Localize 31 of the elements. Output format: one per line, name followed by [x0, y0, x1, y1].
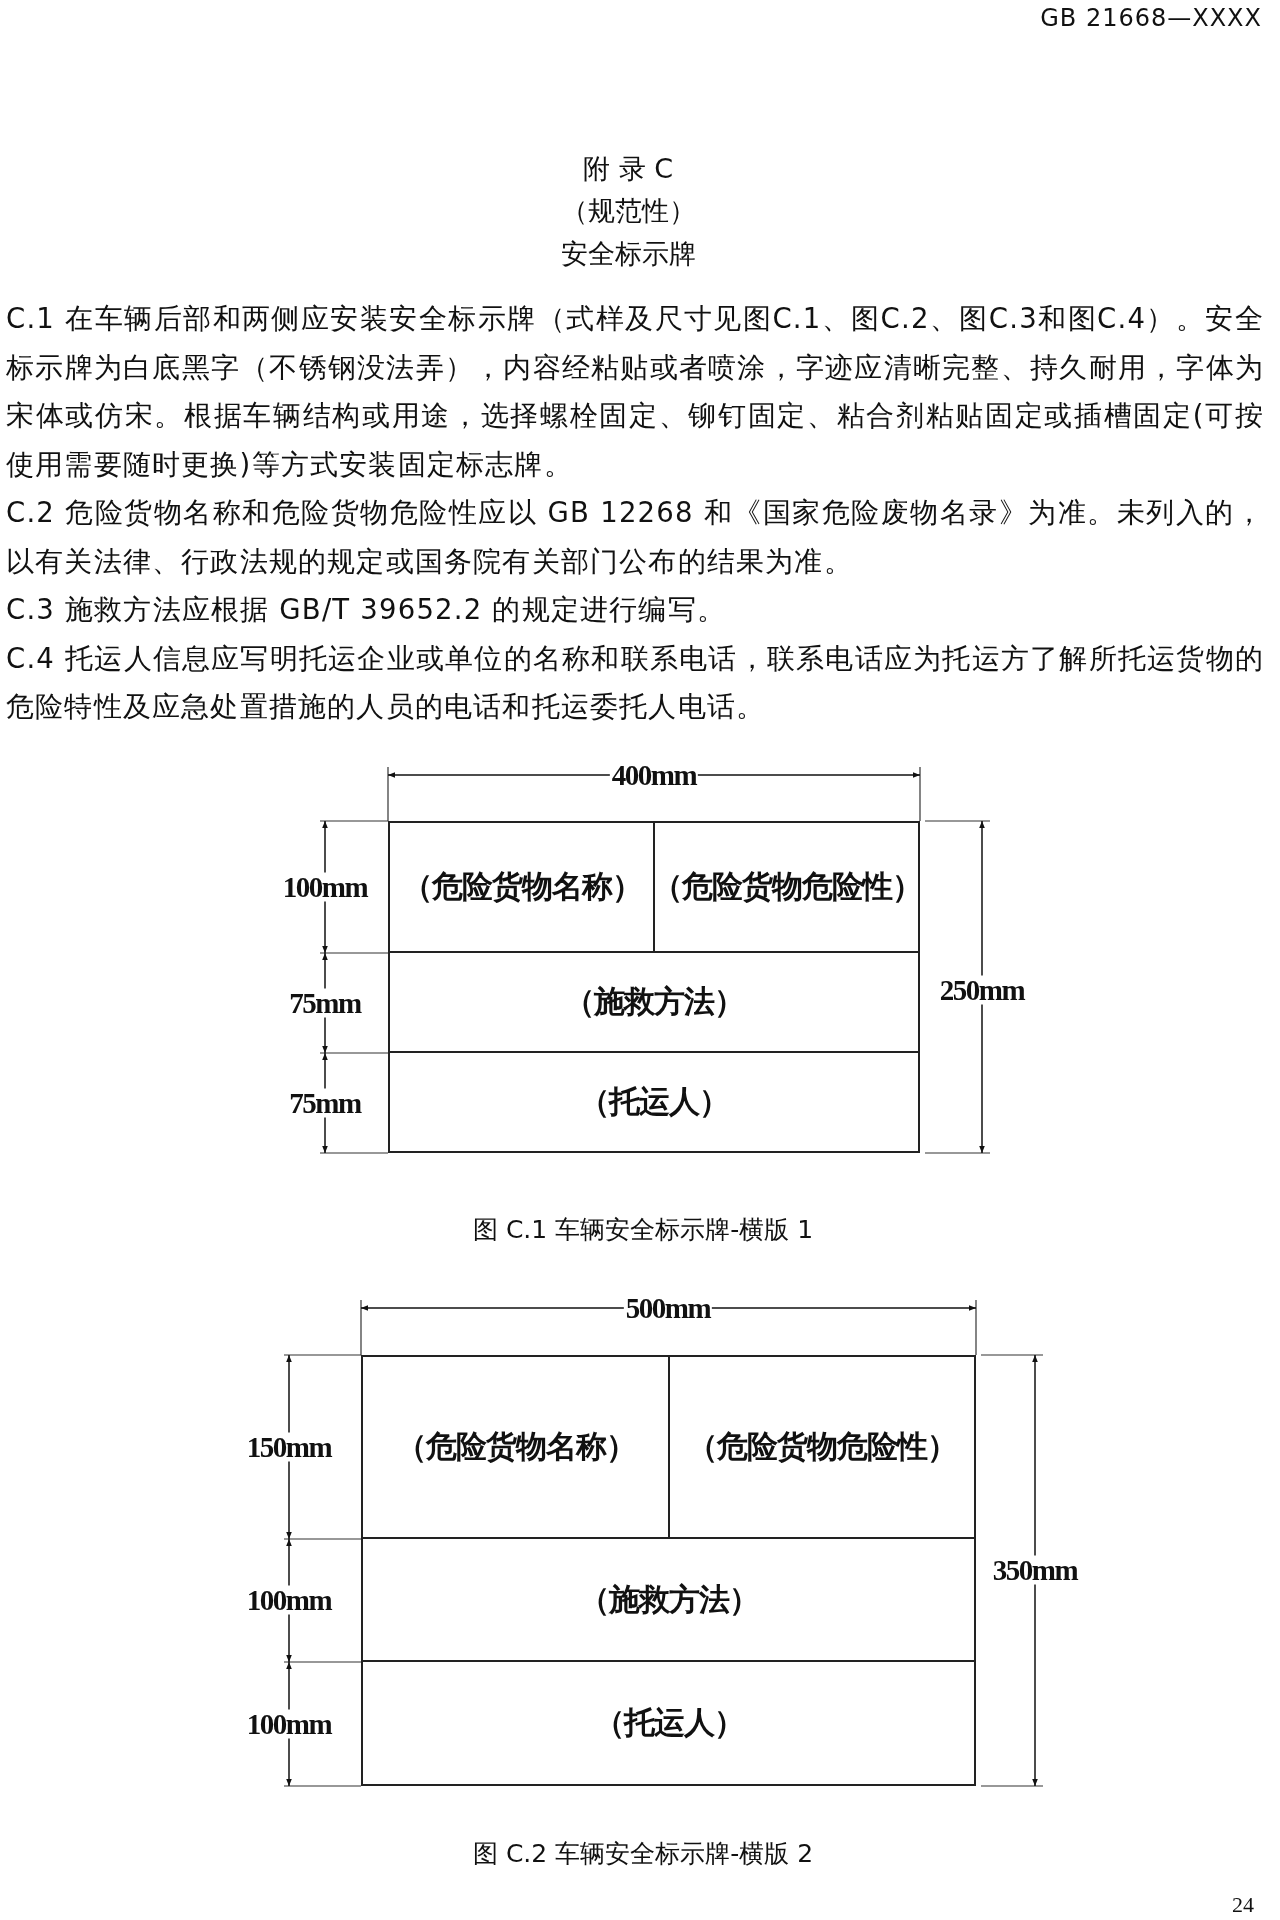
dimension-label: 75mm: [287, 1088, 363, 1118]
sign-frame: [361, 1355, 976, 1786]
field-label: （托运人）: [593, 1703, 744, 1742]
page-number: 24: [1232, 1892, 1254, 1918]
sign-frame: [388, 821, 920, 1153]
field-label: （施救方法）: [578, 1579, 759, 1619]
clause-text: C.3 施救方法应根据 GB/T 39652.2 的规定进行编写。: [6, 592, 727, 627]
field-label: （托运人）: [579, 1082, 729, 1121]
sign-field: [388, 951, 920, 1053]
sign-field: [388, 821, 655, 953]
field-label: （危险货物危险性）: [687, 1427, 957, 1466]
field-label: （施救方法）: [564, 982, 744, 1021]
field-label: （危险货物名称）: [401, 867, 642, 906]
field-label: （危险货物名称）: [395, 1427, 636, 1466]
field-label: （危险货物危险性）: [651, 867, 922, 906]
document-number: GB 21668—XXXX: [1040, 4, 1262, 32]
sign-field: [653, 821, 920, 953]
appendix-title: 附 录 C: [583, 152, 673, 186]
clause-text: C.4 托运人信息应写明托运企业或单位的名称和联系电话，联系电话应为托运方了解所托运货物的危险特性及应急处置措施的人员的电话和托运委托人电话。: [6, 640, 1264, 724]
figure-caption: 图 C.2 车辆安全标示牌-横版 2: [472, 1837, 814, 1870]
appendix-type: （规范性）: [560, 194, 696, 228]
sign-field: [361, 1355, 670, 1539]
sign-field: [668, 1355, 976, 1539]
sign-field: [361, 1537, 976, 1662]
clause-text: C.2 危险货物名称和危险货物危险性应以 GB 12268 和《国家危险废物名录》为准。未列入的，以有关法律、行政法规的规定或国务院有关部门公布的结果为准。: [6, 495, 1264, 579]
section-title: 安全标示牌: [560, 237, 696, 271]
dimension-label: 350mm: [990, 1555, 1080, 1585]
figure-caption: 图 C.1 车辆安全标示牌-横版 1: [472, 1213, 814, 1246]
clause-text: C.1 在车辆后部和两侧应安装安全标示牌（式样及尺寸见图C.1、图C.2、图C.3和图C.4）。安全标示牌为白底黑字（不锈钢没法弄），内容经粘贴或者喷涂，字迹应清晰完整、持久耐用，字体为宋体或仿宋。根据车辆结构或用途，选择螺栓固定、铆钉固定、粘合剂粘贴固定或插槽固定(可按使用需要随时更换)等方式安装固定标志牌。: [6, 301, 1264, 482]
dimension-label: 75mm: [287, 988, 363, 1018]
dimension-label: 250mm: [937, 975, 1027, 1005]
